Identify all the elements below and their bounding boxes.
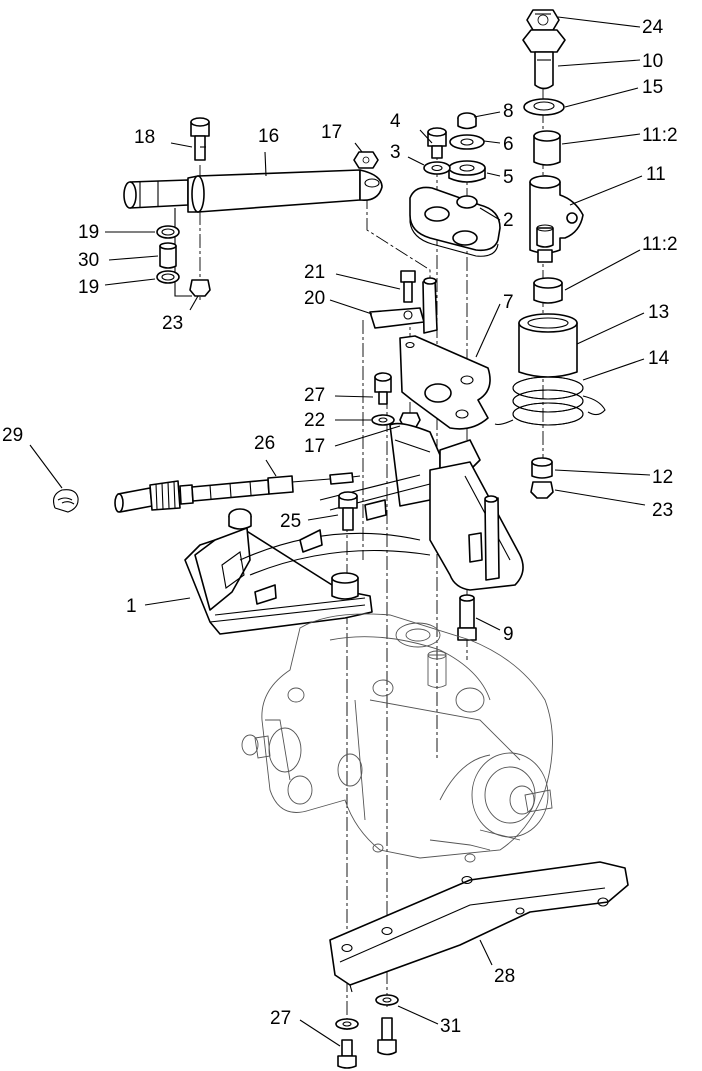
part-27-washer-lower [335, 1018, 359, 1030]
part-22-washer [371, 414, 395, 426]
callout-25: 25 [280, 511, 301, 532]
callout-5: 5 [503, 167, 514, 188]
part-10-stud [522, 29, 566, 90]
part-30-spacer [159, 242, 177, 269]
callout-20: 20 [304, 288, 325, 309]
callout-15: 15 [642, 77, 663, 98]
part-20-bracket [369, 277, 438, 334]
callout-23a: 23 [162, 313, 183, 334]
part-2-link-plate [409, 186, 501, 257]
callout-6: 6 [503, 134, 514, 155]
callout-28: 28 [494, 966, 515, 987]
part-12-bushing [531, 457, 553, 479]
callout-26: 26 [254, 433, 275, 454]
part-9-screw [457, 594, 477, 641]
callout-19a: 19 [78, 222, 99, 243]
part-24-nut [526, 9, 560, 31]
callouts: 24 10 15 8 4 6 18 16 17 11:2 3 5 11 2 19… [2, 17, 678, 1037]
part-21-bolt [400, 270, 416, 303]
part-23-nut-left [189, 279, 211, 297]
callout-14: 14 [648, 348, 670, 369]
callout-9: 9 [503, 624, 514, 645]
callout-17b: 17 [304, 436, 325, 457]
part-28-lower-bracket [329, 861, 629, 993]
part-11-arm [529, 175, 584, 263]
part-13-sleeve [518, 313, 578, 378]
callout-2: 2 [503, 210, 514, 231]
part-18-bolt [190, 117, 210, 161]
callout-18: 18 [134, 127, 155, 148]
part-26-cable [114, 472, 361, 513]
hydraulic-pump [241, 613, 553, 863]
callout-29: 29 [2, 425, 23, 446]
part-31-bolt [377, 1017, 397, 1056]
part-5-bushing [448, 160, 486, 183]
callout-31: 31 [440, 1016, 461, 1037]
callout-23b: 23 [652, 500, 673, 521]
part-7-plate [399, 335, 491, 430]
part-29-clip [53, 489, 79, 513]
part-11-2-lower-bushing [533, 277, 563, 304]
part-4-screw [427, 127, 447, 159]
leader-lines [29, 16, 651, 1047]
callout-21: 21 [304, 262, 325, 283]
part-6-washer [449, 134, 485, 150]
part-11-2-upper-bushing [533, 130, 561, 166]
part-17-nut-upper [353, 151, 379, 169]
callout-8: 8 [503, 101, 514, 122]
callout-11-2a: 11:2 [642, 125, 678, 146]
part-15-washer [523, 98, 565, 116]
part-27-bolt-lower [337, 1039, 357, 1069]
callout-24: 24 [642, 17, 664, 38]
callout-27a: 27 [304, 385, 325, 406]
part-8-screw [457, 112, 477, 130]
callout-11: 11 [646, 164, 666, 185]
callout-10: 10 [642, 51, 663, 72]
callout-22: 22 [304, 410, 325, 431]
part-25-bolt [338, 491, 358, 531]
part-3-washer [423, 161, 451, 175]
callout-17a: 17 [321, 122, 342, 143]
part-19-washer-lower [156, 270, 180, 284]
callout-4: 4 [390, 111, 401, 132]
callout-1: 1 [126, 596, 137, 617]
part-1-mount-bracket [184, 422, 524, 635]
part-14-spring [494, 376, 606, 426]
callout-3: 3 [390, 142, 401, 163]
callout-12: 12 [652, 467, 673, 488]
callout-19b: 19 [78, 277, 99, 298]
part-19-washer-upper [156, 225, 180, 239]
part-23-nut-right [530, 481, 554, 499]
callout-27b: 27 [270, 1008, 291, 1029]
callout-7: 7 [503, 292, 514, 313]
part-31-washer [375, 994, 399, 1006]
callout-30: 30 [78, 250, 99, 271]
callout-13: 13 [648, 302, 669, 323]
callout-16: 16 [258, 126, 279, 147]
callout-11-2b: 11:2 [642, 234, 678, 255]
part-27-bolt-upper [374, 372, 392, 405]
